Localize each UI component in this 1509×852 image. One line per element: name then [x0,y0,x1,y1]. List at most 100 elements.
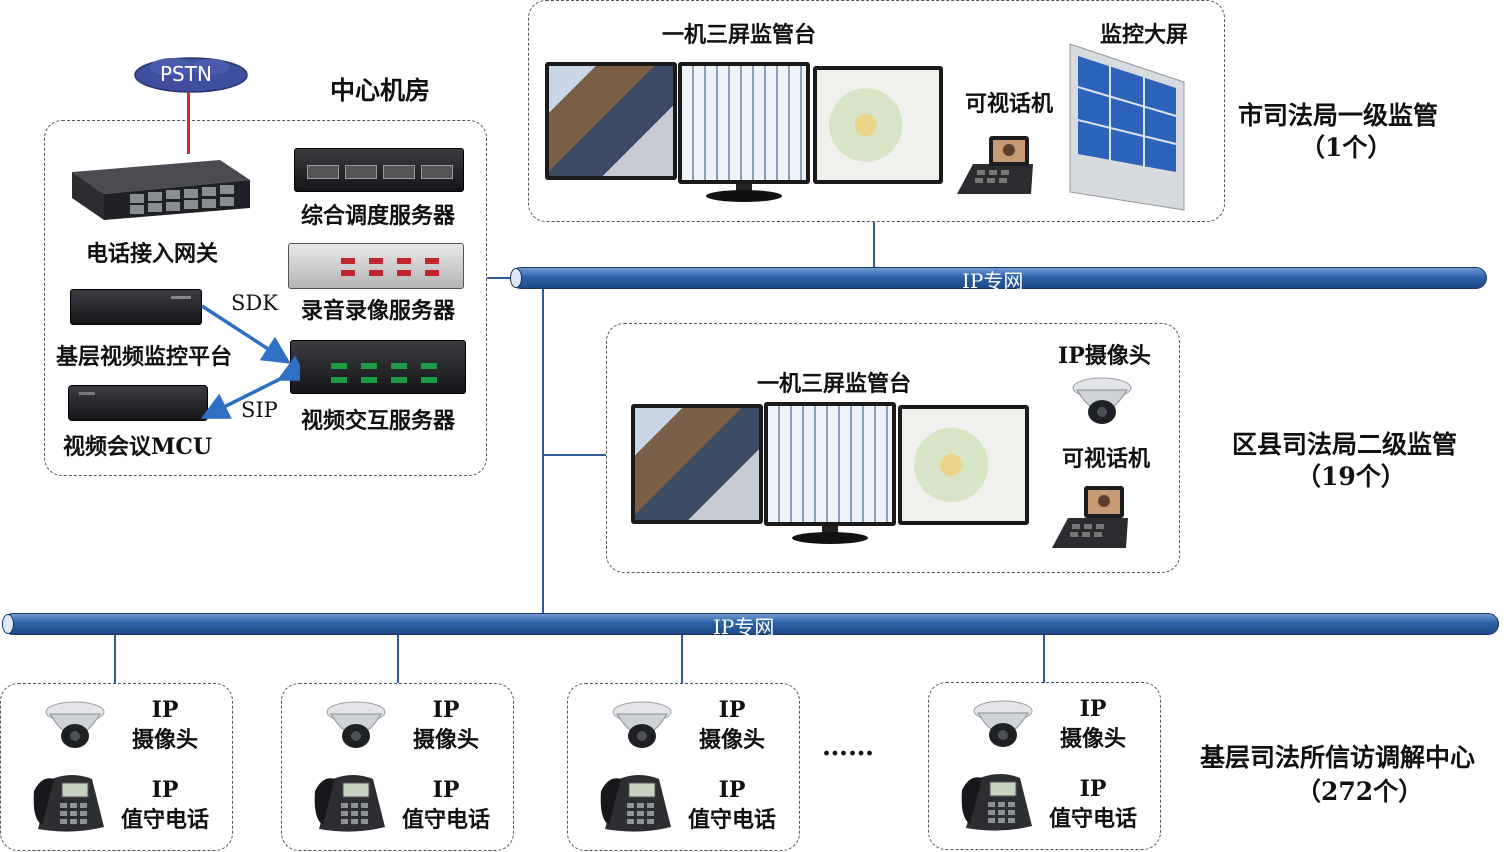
district-console-label: 一机三屏监管台 [757,366,911,398]
city-monitor-right [813,66,943,186]
city-monitor-center [678,62,810,202]
city-connector [873,222,875,268]
node-camera-icon [44,700,106,756]
video-server-led [421,363,437,369]
node-phone-label-line2: 值守电话 [393,805,499,835]
dispatch-server-device [294,148,464,192]
district-monitor-right-screen [898,405,1029,525]
node-camera-icon [972,699,1034,755]
node-phone-label-line2: 值守电话 [679,805,785,835]
city-monitor-base [706,190,782,202]
phone-gateway-device [70,150,252,222]
district-monitor-right [898,405,1029,527]
ip-network-bottom-label: IP专网 [713,611,774,640]
node-phone-label-line2: 值守电话 [1040,804,1146,834]
district-monitor-left-screen [631,404,763,524]
district-level-title: 区县司法局二级监管 [1232,428,1457,462]
recording-server-led [397,258,411,264]
grassroots-title: 基层司法所信访调解中心 [1200,741,1475,775]
dispatch-server-bay [383,165,415,179]
pstn-label: PSTN [160,62,212,86]
city-level-title: 市司法局一级监管 [1238,99,1438,133]
district-monitor-base [792,532,868,544]
node-connector-4 [1043,633,1045,683]
node-phone-label-line1: IP [406,775,486,805]
recording-server-led [369,258,383,264]
center-room-title: 中心机房 [330,74,430,108]
node-phone-icon [313,769,387,839]
district-connector [543,454,606,456]
city-console-label: 一机三屏监管台 [662,17,816,49]
district-monitor-center-screen [764,402,896,526]
mcu-indicator [79,392,95,395]
district-camera-label: IP摄像头 [1058,338,1151,370]
recording-server-label: 录音录像服务器 [301,293,455,325]
grassroots-count: （272个） [1296,775,1423,809]
recording-server-led [425,258,439,264]
video-server-led [361,363,377,369]
node-phone-label-line1: IP [692,775,772,805]
node-connector-1 [114,633,116,683]
node-camera-icon [325,700,387,756]
sdk-label: SDK [231,291,278,315]
district-monitor-left [631,404,763,526]
video-server-led [331,363,347,369]
video-server-led [421,377,437,383]
node-phone-icon [960,768,1034,838]
recording-server-device [288,243,464,289]
video-platform-device [70,289,202,325]
node-phone-icon [32,769,106,839]
video-server-led [391,363,407,369]
node-phone-label-line1: IP [125,775,205,805]
node-phone-icon [599,769,673,839]
recording-server-led [397,270,411,276]
node-camera-label-line2: 摄像头 [1048,724,1138,754]
node-camera-label-line2: 摄像头 [120,725,210,755]
node-camera-label-line1: IP [125,695,205,725]
city-monitor-left [545,62,677,186]
phone-gateway-label: 电话接入网关 [86,236,218,268]
node-phone-label-line1: IP [1053,774,1133,804]
big-screen-wall [1068,42,1188,212]
video-server-led [361,377,377,383]
mcu-label: 视频会议MCU [63,429,212,461]
district-monitor-center [764,402,896,544]
city-level-count: （1个） [1300,131,1392,165]
recording-server-led [369,270,383,276]
recording-server-led [341,270,355,276]
dispatch-server-bay [421,165,453,179]
node-phone-label-line2: 值守电话 [112,805,218,835]
dispatch-server-bay [307,165,339,179]
trunk-connector [542,284,544,614]
mcu-device [68,385,208,421]
city-monitor-center-screen [678,62,810,184]
video-platform-indicator [171,296,191,299]
city-videophone-label: 可视话机 [965,86,1053,118]
city-videophone-icon [953,134,1035,196]
ip-network-top-label: IP专网 [962,265,1023,294]
video-server-device [290,340,466,394]
dispatch-server-bay [345,165,377,179]
ip-network-bottom-end [2,614,14,634]
nodes-ellipsis: …… [822,732,874,762]
node-connector-2 [397,633,399,683]
video-server-led [331,377,347,383]
ip-network-top-end [510,268,522,288]
city-monitor-left-screen [545,62,677,180]
node-camera-label-line1: IP [1053,694,1133,724]
video-server-led [391,377,407,383]
district-level-count: （19个） [1296,460,1406,494]
node-camera-label-line1: IP [406,695,486,725]
district-videophone-label: 可视话机 [1062,441,1150,473]
pstn-line [187,92,190,154]
node-camera-label-line2: 摄像头 [401,725,491,755]
node-camera-icon [611,700,673,756]
video-server-label: 视频交互服务器 [301,403,455,435]
recording-server-led [341,258,355,264]
district-videophone-icon [1048,484,1130,550]
node-camera-label-line1: IP [692,695,772,725]
node-camera-label-line2: 摄像头 [687,725,777,755]
district-camera-icon [1071,376,1133,428]
node-connector-3 [681,633,683,683]
dispatch-server-label: 综合调度服务器 [301,198,455,230]
